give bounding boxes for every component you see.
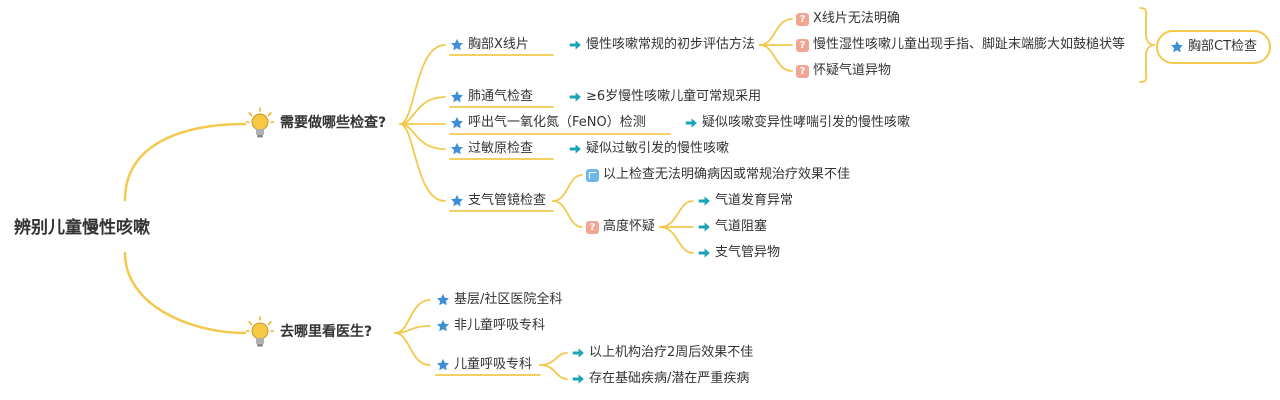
exam-xray-label: 胸部X线片 bbox=[468, 37, 529, 52]
broncho-cond-1[interactable]: 以上检查无法明确病因或常规治疗效果不佳 bbox=[586, 166, 850, 184]
exam-broncho[interactable]: 支气管镜检查 bbox=[450, 192, 546, 210]
xray-cond-2[interactable]: ? 慢性湿性咳嗽儿童出现手指、脚趾末端膨大如鼓槌状等 bbox=[796, 36, 1125, 54]
arrow-right-icon bbox=[685, 118, 697, 128]
star-icon bbox=[436, 319, 450, 332]
exam-feno-label: 呼出气一氧化氮（FeNO）检测 bbox=[468, 115, 646, 130]
star-icon bbox=[1170, 40, 1184, 53]
doctor-2-label: 非儿童呼吸专科 bbox=[454, 318, 546, 333]
doctor-3[interactable]: 儿童呼吸专科 bbox=[436, 356, 532, 374]
feno-desc[interactable]: 疑似咳嗽变异性哮喘引发的慢性咳嗽 bbox=[684, 114, 910, 132]
broncho-cond-1-label: 以上检查无法明确病因或常规治疗效果不佳 bbox=[603, 167, 851, 182]
lung-desc[interactable]: ≥6岁慢性咳嗽儿童可常规采用 bbox=[568, 88, 761, 106]
star-icon bbox=[450, 194, 464, 207]
lung-desc-label: ≥6岁慢性咳嗽儿童可常规采用 bbox=[586, 89, 762, 104]
question-icon: ? bbox=[586, 220, 599, 234]
xray-cond-3[interactable]: ? 怀疑气道异物 bbox=[796, 62, 891, 80]
ct-node[interactable]: 胸部CT检查 bbox=[1156, 30, 1272, 64]
question-icon: ? bbox=[796, 38, 809, 52]
suspect-3[interactable]: 支气管异物 bbox=[697, 244, 780, 262]
star-icon bbox=[436, 358, 450, 371]
xray-cond-1-label: X线片无法明确 bbox=[813, 11, 900, 26]
question-icon: ? bbox=[796, 12, 809, 26]
exams-node[interactable]: 需要做哪些检查? bbox=[246, 107, 386, 139]
xray-cond-2-label: 慢性湿性咳嗽儿童出现手指、脚趾末端膨大如鼓槌状等 bbox=[813, 37, 1126, 52]
suspect-1[interactable]: 气道发育异常 bbox=[697, 192, 793, 210]
suspect-3-label: 支气管异物 bbox=[715, 245, 781, 260]
exam-allergy[interactable]: 过敏原检查 bbox=[450, 140, 533, 158]
doctors-node[interactable]: 去哪里看医生? bbox=[246, 316, 372, 348]
exam-feno[interactable]: 呼出气一氧化氮（FeNO）检测 bbox=[450, 114, 646, 132]
doctors-title: 去哪里看医生? bbox=[280, 324, 373, 340]
lightbulb-icon bbox=[246, 316, 274, 347]
exams-title: 需要做哪些检查? bbox=[280, 115, 387, 131]
suspect-1-label: 气道发育异常 bbox=[715, 193, 794, 208]
xray-desc-label: 慢性咳嗽常规的初步评估方法 bbox=[586, 37, 756, 52]
arrow-right-icon bbox=[569, 92, 581, 102]
star-icon bbox=[450, 116, 464, 129]
arrow-right-icon bbox=[569, 40, 581, 50]
doctor-3-label: 儿童呼吸专科 bbox=[454, 357, 533, 372]
xray-desc[interactable]: 慢性咳嗽常规的初步评估方法 bbox=[568, 36, 755, 54]
arrow-right-icon bbox=[698, 222, 710, 232]
ct-label: 胸部CT检查 bbox=[1188, 39, 1258, 54]
root-node[interactable]: 辨别儿童慢性咳嗽 bbox=[14, 217, 150, 239]
exam-allergy-label: 过敏原检查 bbox=[468, 141, 534, 156]
allergy-desc[interactable]: 疑似过敏引发的慢性咳嗽 bbox=[568, 140, 729, 158]
suspect-2-label: 气道阻塞 bbox=[715, 219, 768, 234]
star-icon bbox=[436, 293, 450, 306]
exam-lung[interactable]: 肺通气检查 bbox=[450, 88, 533, 106]
doctor-1[interactable]: 基层/社区医院全科 bbox=[436, 291, 562, 309]
arrow-right-icon bbox=[698, 248, 710, 258]
suspect-2[interactable]: 气道阻塞 bbox=[697, 218, 767, 236]
doctor-1-label: 基层/社区医院全科 bbox=[454, 292, 563, 307]
question-icon: ? bbox=[796, 64, 809, 78]
exam-lung-label: 肺通气检查 bbox=[468, 89, 534, 104]
doctor-3-reason-2[interactable]: 存在基础疾病/潜在严重疾病 bbox=[571, 370, 749, 388]
doctor-3-reason-1[interactable]: 以上机构治疗2周后效果不佳 bbox=[571, 344, 753, 362]
xray-cond-3-label: 怀疑气道异物 bbox=[813, 63, 892, 78]
broncho-cond-2-label: 高度怀疑 bbox=[603, 219, 656, 234]
star-icon bbox=[450, 90, 464, 103]
doctor-2[interactable]: 非儿童呼吸专科 bbox=[436, 317, 545, 335]
root-label: 辨别儿童慢性咳嗽 bbox=[14, 218, 150, 238]
arrow-right-icon bbox=[572, 374, 584, 384]
xray-cond-1[interactable]: ? X线片无法明确 bbox=[796, 10, 900, 28]
doctor-3-reason-2-label: 存在基础疾病/潜在严重疾病 bbox=[589, 371, 750, 386]
exam-broncho-label: 支气管镜检查 bbox=[468, 193, 547, 208]
exam-xray[interactable]: 胸部X线片 bbox=[450, 36, 529, 54]
arrow-right-icon bbox=[698, 196, 710, 206]
flag-icon bbox=[586, 168, 599, 182]
lightbulb-icon bbox=[246, 107, 274, 138]
arrow-right-icon bbox=[572, 348, 584, 358]
allergy-desc-label: 疑似过敏引发的慢性咳嗽 bbox=[586, 141, 730, 156]
broncho-cond-2[interactable]: ? 高度怀疑 bbox=[586, 218, 655, 236]
feno-desc-label: 疑似咳嗽变异性哮喘引发的慢性咳嗽 bbox=[702, 115, 911, 130]
doctor-3-reason-1-label: 以上机构治疗2周后效果不佳 bbox=[589, 345, 754, 360]
star-icon bbox=[450, 142, 464, 155]
star-icon bbox=[450, 38, 464, 51]
arrow-right-icon bbox=[569, 144, 581, 154]
